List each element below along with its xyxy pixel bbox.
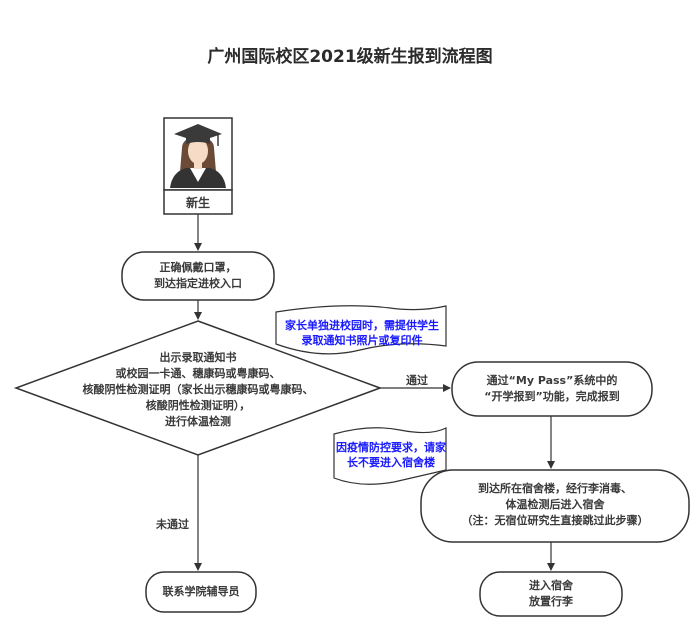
dorm-check-node xyxy=(420,469,690,543)
note-parent-alone-shape xyxy=(275,305,447,355)
contact-counselor-node xyxy=(145,571,257,613)
enter-dorm-node xyxy=(479,571,623,617)
note-parents-no-dorm: 因疫情防控要求，请家 长不要进入宿舍楼 xyxy=(336,441,446,469)
new-student-label-box xyxy=(163,189,233,215)
mypass-label: 通过“My Pass”系统中的 “开学报到”功能，完成报到 xyxy=(484,374,620,403)
edge-pass-label: 通过 xyxy=(406,374,428,387)
page-title: 广州国际校区2021级新生报到流程图 xyxy=(207,47,493,67)
enter-dorm-label: 进入宿舍 放置行李 xyxy=(529,579,573,608)
wear-mask-label: 正确佩戴口罩， 到达指定进校入口 xyxy=(154,261,242,290)
mypass-node xyxy=(451,361,653,417)
graduate-student-icon xyxy=(170,124,226,188)
new-student-node xyxy=(163,117,233,215)
note-parent-alone: 家长单独进校园时，需提供学生 录取通知书照片或复印件 xyxy=(285,319,439,347)
note-parents-no-dorm-shape xyxy=(333,427,447,485)
check-decision-label: 出示录取通知书 或校园一卡通、穗康码或粤康码、 核酸阴性检测证明（家长出示穗康码… xyxy=(82,351,314,428)
new-student-label: 新生 xyxy=(185,196,210,210)
contact-counselor-label: 联系学院辅导员 xyxy=(162,585,240,598)
edge-fail-label: 未通过 xyxy=(156,518,189,531)
dorm-check-label: 到达所在宿舍楼，经行李消毒、 体温检测后进入宿舍 （注：无宿位研究生直接跳过此步… xyxy=(461,482,649,527)
